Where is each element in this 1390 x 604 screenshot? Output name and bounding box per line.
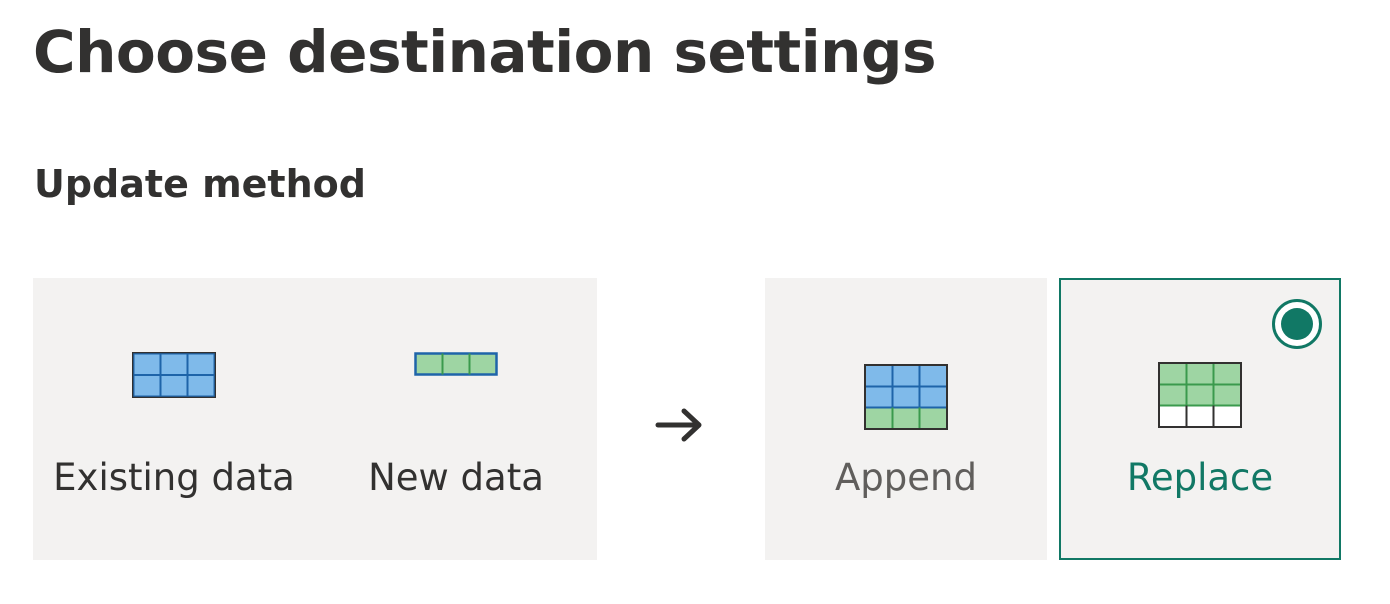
existing-data-table-icon (132, 352, 216, 398)
legend-new-data-label: New data (368, 456, 544, 499)
append-option-card[interactable]: Append (765, 278, 1047, 560)
replace-table-icon (1158, 362, 1242, 428)
radio-selected-dot (1281, 308, 1313, 340)
append-option-label: Append (835, 456, 977, 499)
new-data-table-icon (414, 352, 498, 376)
legend-existing-data-label: Existing data (53, 456, 295, 499)
update-method-legend: Existing data New data (33, 278, 597, 560)
page-title: Choose destination settings (33, 18, 936, 86)
legend-existing-data: Existing data (33, 278, 315, 560)
right-arrow-icon (655, 408, 702, 442)
replace-option-label: Replace (1126, 456, 1274, 499)
replace-option-card[interactable]: Replace (1059, 278, 1341, 560)
replace-radio-button[interactable] (1272, 299, 1322, 349)
update-method-label: Update method (34, 162, 366, 206)
append-table-icon (864, 364, 948, 430)
legend-new-data: New data (315, 278, 597, 560)
